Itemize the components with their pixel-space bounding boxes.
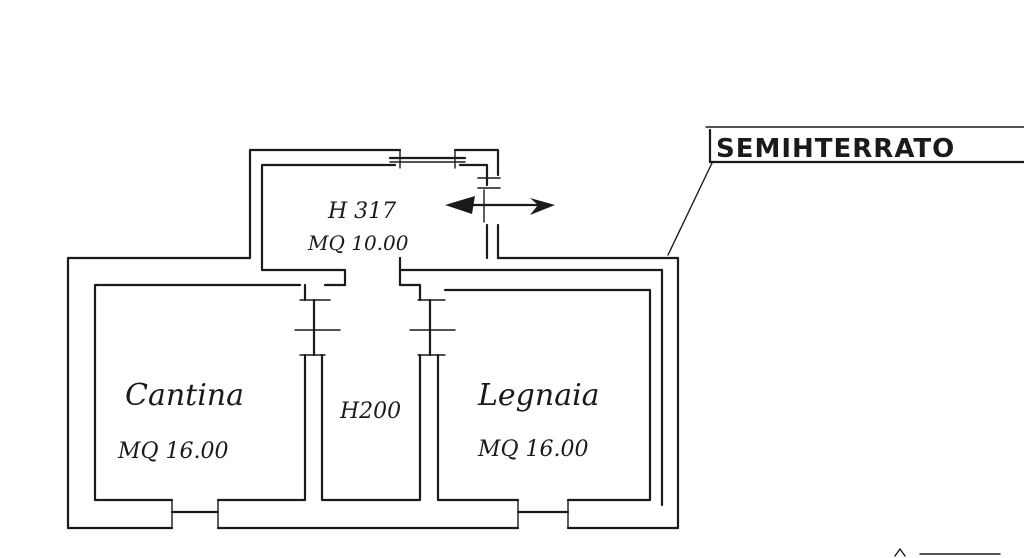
room-right-labels: Legnaia MQ 16.00 <box>477 378 600 462</box>
floor-label-box: SEMIHTERRATO <box>667 126 1024 256</box>
doors <box>170 149 570 529</box>
arrow-left-icon <box>445 189 555 223</box>
room-top-area: MQ 10.00 <box>307 231 409 255</box>
room-top-height: H 317 <box>327 199 396 224</box>
outer-walls <box>66 148 680 530</box>
room-right-area: MQ 16.00 <box>477 437 589 462</box>
room-center-height: H200 <box>339 399 401 424</box>
room-center-labels: H200 <box>339 399 401 424</box>
corner-mark <box>894 548 1001 557</box>
floor-label: SEMIHTERRATO <box>716 134 955 164</box>
room-left-name: Cantina <box>125 378 244 413</box>
floor-label-leader <box>667 162 713 256</box>
room-right-name: Legnaia <box>477 378 600 413</box>
room-left-labels: Cantina MQ 16.00 <box>117 378 244 464</box>
room-top-labels: H 317 MQ 10.00 <box>307 199 409 255</box>
room-left-area: MQ 16.00 <box>117 439 229 464</box>
